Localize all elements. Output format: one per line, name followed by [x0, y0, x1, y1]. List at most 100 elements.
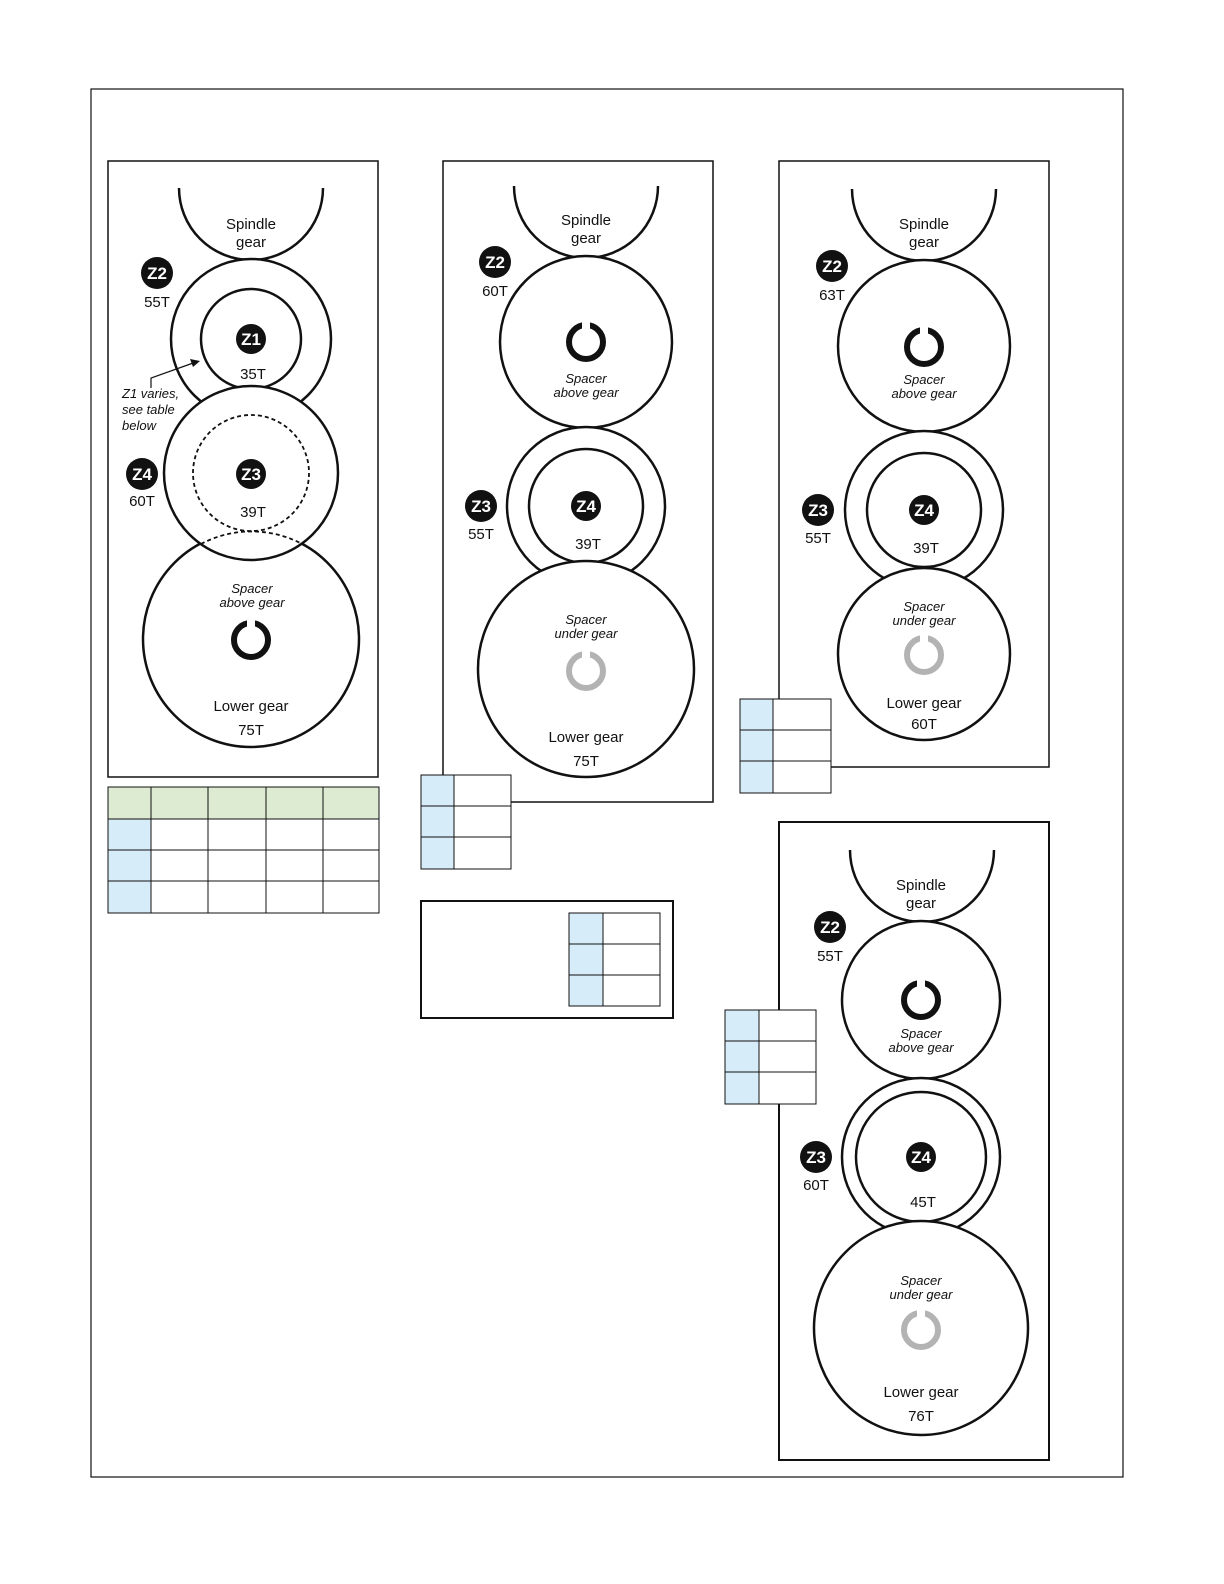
spacer-position: above gear — [891, 386, 957, 401]
z4-badge — [126, 458, 158, 490]
spindle-label-line1: Spindle — [896, 877, 946, 894]
z2-badge-label: Z2 — [822, 257, 842, 276]
spindle-label-line1: Spindle — [561, 212, 611, 229]
lower-gear-teeth: 76T — [908, 1408, 934, 1425]
spacer-label: Spacer — [900, 1026, 942, 1041]
table-outline — [107, 786, 380, 914]
z2-badge-label: Z2 — [820, 918, 840, 937]
z4-badge-label: Z4 — [576, 497, 596, 516]
spacer-key-notch — [582, 321, 590, 329]
z2-badge-label: Z2 — [485, 253, 505, 272]
z4-teeth: 39T — [575, 536, 601, 553]
lower-gear — [476, 559, 696, 779]
z3-badge — [465, 490, 497, 522]
spacer-label: Spacer — [565, 612, 607, 627]
spacer-key-notch — [247, 619, 255, 627]
spacer-key-notch — [920, 634, 928, 642]
z4-teeth: 45T — [910, 1194, 936, 1211]
z4-teeth: 60T — [129, 493, 155, 510]
panel-frame — [778, 160, 1050, 768]
lower-gear-teeth: 60T — [911, 716, 937, 733]
table-outline — [568, 912, 661, 1007]
z1-note-line3: below — [122, 418, 158, 433]
table-body — [150, 818, 380, 914]
table-label-column — [739, 698, 774, 794]
lower-gear-teeth: 75T — [573, 753, 599, 770]
page-frame — [90, 88, 1124, 1478]
z3-badge-label: Z3 — [806, 1148, 826, 1167]
spacer-label: Spacer — [903, 599, 945, 614]
z3-badge-label: Z3 — [471, 497, 491, 516]
spacer-position: above gear — [219, 595, 285, 610]
z2-badge — [816, 250, 848, 282]
z2-teeth: 55T — [144, 294, 170, 311]
gear-panel-4: Spindle gear Spacer above gear Z2 55T Z4… — [778, 821, 1050, 1461]
z4-badge-label: Z4 — [914, 501, 934, 520]
spacer-position: under gear — [555, 626, 619, 641]
z3-gear-hidden — [192, 414, 310, 532]
z4-badge-label: Z4 — [911, 1148, 931, 1167]
z2-gear — [840, 919, 1002, 1081]
spacer-label: Spacer — [903, 372, 945, 387]
z2-badge — [814, 911, 846, 943]
spacer-label: Spacer — [900, 1273, 942, 1288]
z2-teeth: 60T — [482, 283, 508, 300]
spacer-position: above gear — [553, 385, 619, 400]
panel-frame — [107, 160, 379, 778]
lower-gear-label: Lower gear — [548, 729, 623, 746]
table-outline — [420, 774, 512, 870]
z1-variation-table — [107, 786, 380, 914]
z3-teeth: 39T — [240, 504, 266, 521]
table-label-column — [568, 912, 604, 1007]
gear-panel-2: Spindle gear Spacer above gear Z2 60T Z4… — [442, 160, 714, 803]
spacer-key-notch — [917, 979, 925, 987]
table-header-row — [107, 786, 380, 820]
z1-badge-label: Z1 — [241, 330, 261, 349]
spindle-label-line2: gear — [236, 234, 266, 251]
spacer-position: above gear — [888, 1040, 954, 1055]
z3-teeth: 55T — [468, 526, 494, 543]
z1-badge — [236, 324, 266, 354]
z3-teeth: 60T — [803, 1177, 829, 1194]
z2-gear — [498, 254, 674, 430]
z3-teeth: 55T — [805, 530, 831, 547]
z3-badge — [236, 459, 266, 489]
z4-teeth: 39T — [913, 540, 939, 557]
lower-gear-label: Lower gear — [883, 1384, 958, 1401]
lower-gear-label: Lower gear — [213, 698, 288, 715]
z1-note-line2: see table — [122, 402, 175, 417]
spacer-key-notch — [920, 326, 928, 334]
z2-gear — [836, 258, 1012, 434]
panel-frame — [442, 160, 714, 803]
spacer-position: under gear — [893, 613, 957, 628]
spindle-label-line1: Spindle — [899, 216, 949, 233]
table-outline — [724, 1009, 817, 1105]
z3-badge-label: Z3 — [808, 501, 828, 520]
z4-badge — [909, 495, 939, 525]
spacer-key-notch — [582, 650, 590, 658]
table-label-column — [420, 774, 455, 870]
z3-badge — [800, 1141, 832, 1173]
table-outline — [739, 698, 832, 794]
spindle-label-line2: gear — [571, 230, 601, 247]
panel-frame — [778, 821, 1050, 1461]
z1-teeth: 35T — [240, 366, 266, 383]
spacer-label: Spacer — [231, 581, 273, 596]
lower-gear-label: Lower gear — [886, 695, 961, 712]
z1-note-line1: Z1 varies, — [121, 386, 179, 401]
z4-badge-label: Z4 — [132, 465, 152, 484]
spindle-label-line2: gear — [909, 234, 939, 251]
table-label-column — [724, 1009, 760, 1105]
spacer-key-notch — [917, 1309, 925, 1317]
lower-gear-hidden-edge — [200, 530, 305, 546]
lower-gear — [812, 1219, 1030, 1437]
z2-badge — [141, 257, 173, 289]
panel-3-table — [739, 698, 832, 794]
spacer-position: under gear — [890, 1287, 954, 1302]
spindle-label-line2: gear — [906, 895, 936, 912]
spindle-label-line1: Spindle — [226, 216, 276, 233]
z3-badge-label: Z3 — [241, 465, 261, 484]
gear-panel-1: Spindle gear Z1 35T Z2 55T Z3 39T Z4 60T… — [107, 160, 379, 778]
table-row-label-cell — [107, 818, 152, 914]
